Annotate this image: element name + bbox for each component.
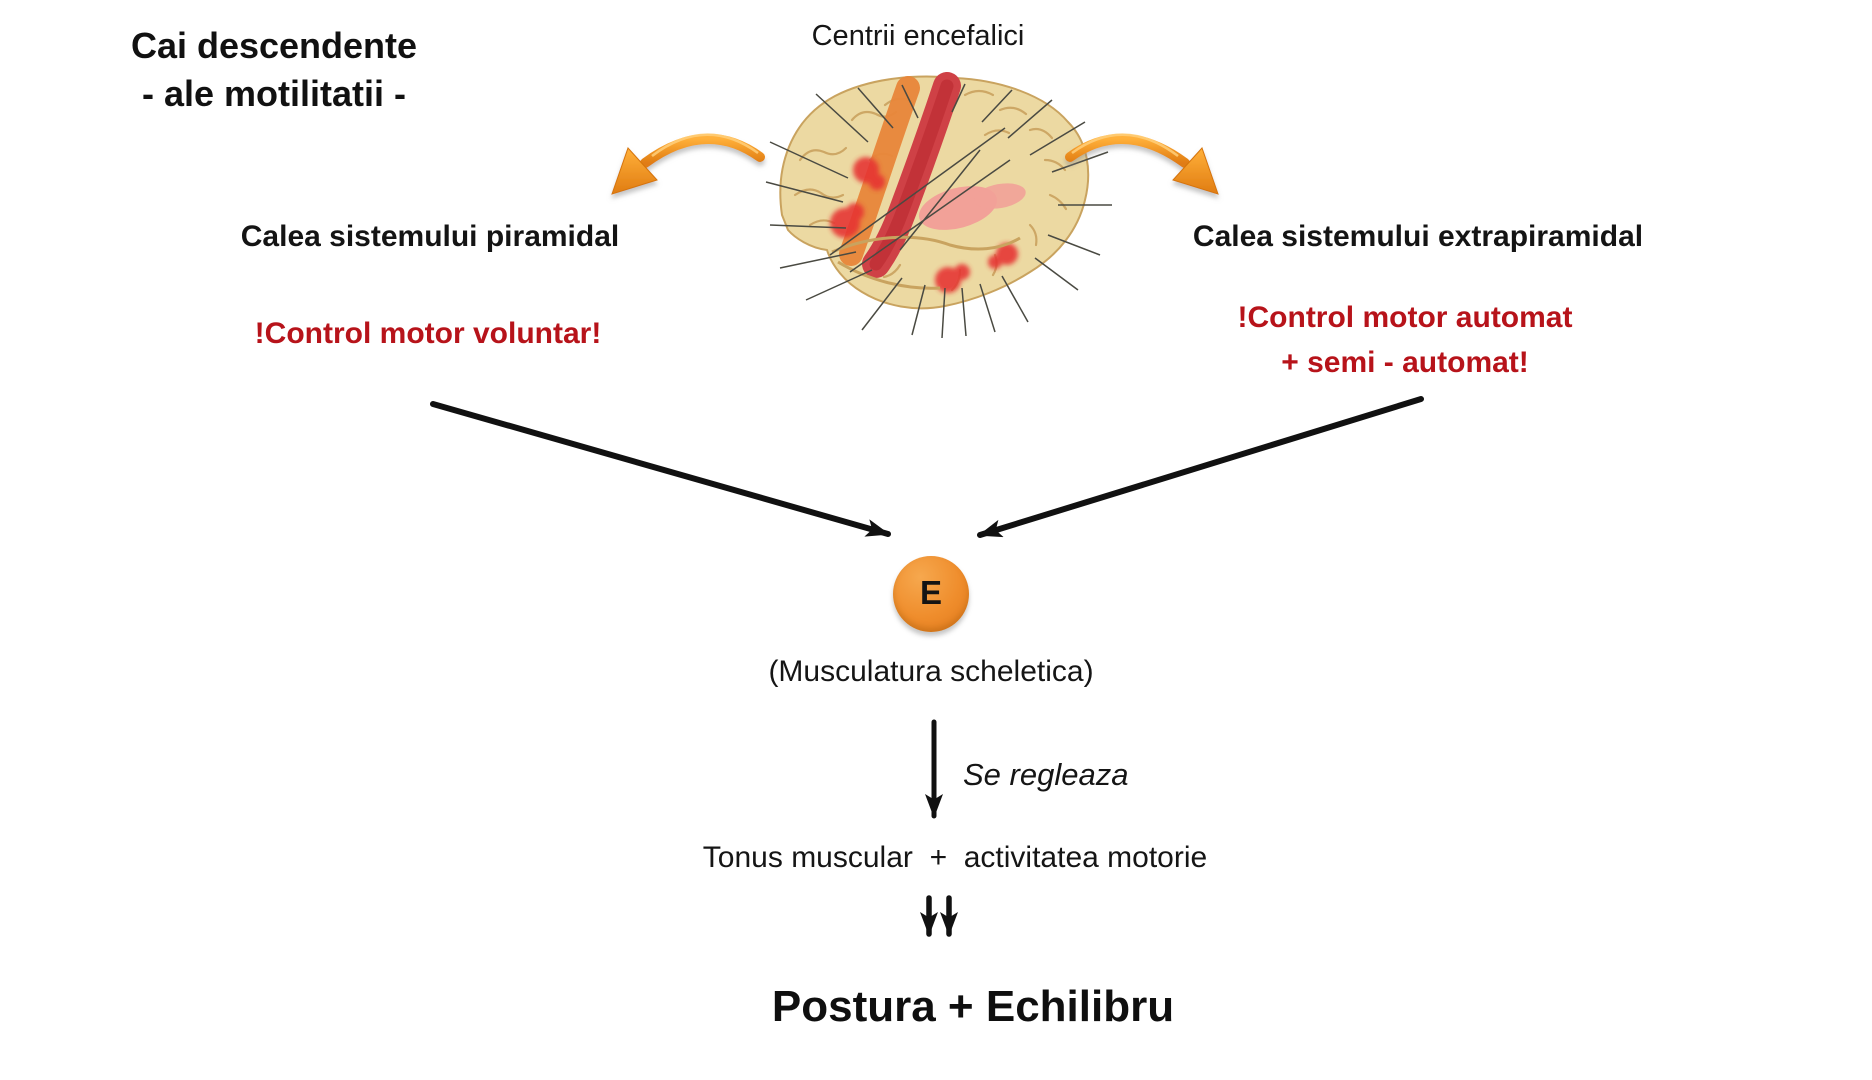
brain-centers-label: Centrii encefalici [811,20,1025,52]
slide-title-line2: - ale motilitatii - [141,72,407,114]
brain-label-lines [765,83,1112,339]
extrapyramidal-path-heading: Calea sistemului extrapiramidal [1192,220,1644,253]
muscle-tone-activity-label: Tonus muscular + activitatea motorie [702,841,1208,874]
premotor-band [839,76,920,266]
curved-arrow-left-icon [611,133,765,195]
effector-circle: E [893,556,969,632]
left-converging-arrow [430,401,891,537]
double-down-arrow [920,895,958,937]
pyramidal-path-heading: Calea sistemului piramidal [240,220,620,253]
effector-letter: E [919,574,942,611]
curved-arrow-right-icon [1065,133,1219,195]
automatic-control-note-line2: + semi - automat! [1281,346,1529,379]
slide-title-line1: Cai descendente [130,25,418,66]
posture-balance-label: Postura + Echilibru [771,982,1175,1031]
brain-sulci [831,235,1021,290]
voluntary-control-note: !Control motor voluntar! [254,317,602,350]
slide-title: Cai descendente - ale motilitatii - [131,22,417,117]
right-converging-arrow [977,396,1424,538]
regulation-label: Se regleaza [963,757,1129,792]
automatic-control-note: !Control motor automat + semi - automat! [1238,295,1573,385]
brain-illustration [765,72,1112,339]
skeletal-muscle-label: (Musculatura scheletica) [768,655,1094,688]
automatic-control-note-line1: !Control motor automat [1237,301,1573,334]
red-activity-spots [830,157,1018,293]
